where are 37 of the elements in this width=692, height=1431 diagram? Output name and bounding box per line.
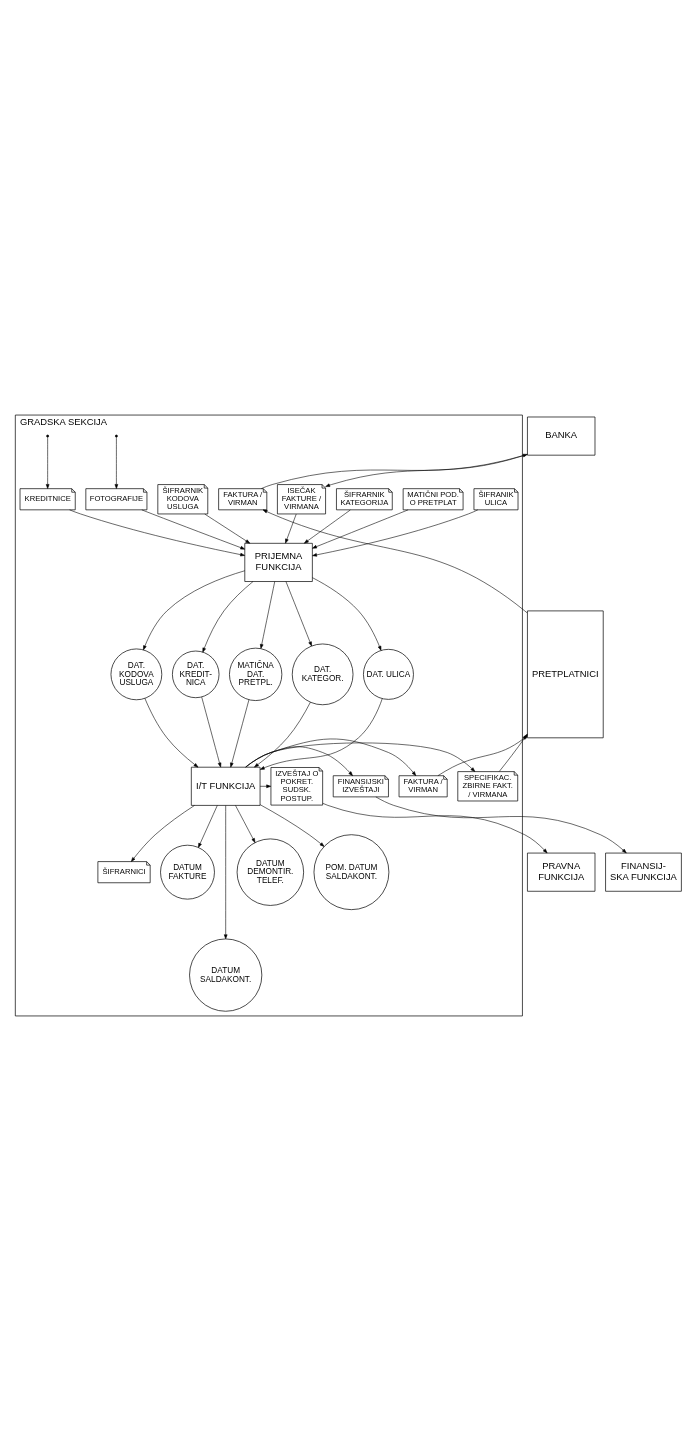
arrow <box>322 803 548 854</box>
arrow <box>260 581 276 649</box>
arrow <box>204 513 251 544</box>
arrow <box>114 437 119 489</box>
arrow <box>259 698 383 770</box>
node-box: PRAVNA FUNKCIJA <box>527 852 596 892</box>
arrow <box>223 805 228 940</box>
arrow <box>69 509 245 557</box>
node-box: PRIJEMNA FUNKCIJA <box>244 542 313 582</box>
node-box: BANKA <box>527 416 596 456</box>
arrow <box>235 805 256 843</box>
arrow <box>202 581 254 653</box>
node-box: FINANSIJ- SKA FUNKCIJA <box>605 852 682 892</box>
arrow <box>285 513 297 544</box>
arrow <box>45 437 50 489</box>
arrow <box>201 696 222 768</box>
arrow <box>144 698 199 768</box>
arrow <box>259 784 271 789</box>
arrow <box>262 509 528 614</box>
arrow <box>285 581 312 647</box>
arrow <box>312 577 382 651</box>
node-box: I/T FUNKCIJA <box>190 766 261 806</box>
arrow <box>141 509 246 550</box>
arrow <box>198 805 218 848</box>
arrow <box>254 701 311 768</box>
arrow <box>245 742 476 772</box>
arrow <box>245 746 353 776</box>
arrow <box>230 699 250 768</box>
arrow <box>304 509 351 544</box>
arrow <box>131 805 195 862</box>
arrow <box>143 570 246 651</box>
arrow <box>259 804 325 847</box>
arrow <box>245 738 417 776</box>
arrow <box>312 509 409 549</box>
arrow <box>312 509 479 557</box>
arrow <box>375 796 627 854</box>
node-box: PRETPLATNICI <box>527 610 604 739</box>
